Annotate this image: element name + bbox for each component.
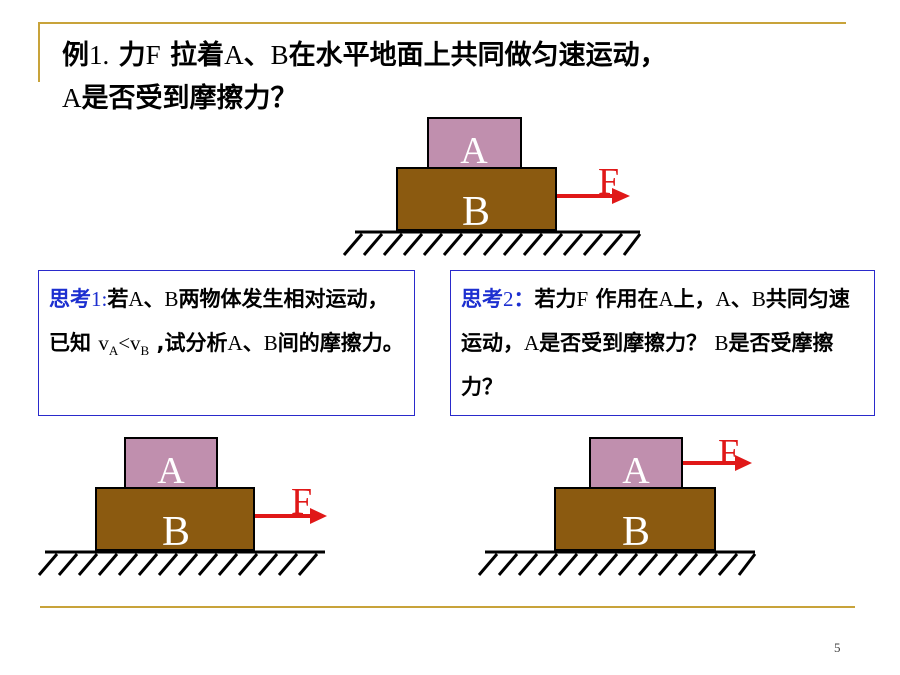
force-label: F: [291, 481, 312, 523]
top-divider: [38, 22, 846, 24]
ground-hatch: [37, 553, 319, 576]
block-a-label: A: [460, 130, 488, 172]
block-b-label: B: [622, 509, 650, 555]
force-label: F: [718, 432, 739, 474]
block-a-label: A: [157, 450, 185, 492]
page-number: 5: [834, 640, 841, 655]
block-a: [124, 437, 218, 489]
left-accent: [38, 22, 40, 82]
block-b: [396, 167, 557, 231]
block-a: [589, 437, 683, 489]
diagram-main: A B F: [342, 117, 642, 256]
block-b: [554, 487, 716, 551]
force-arrow-head: [612, 188, 630, 204]
block-b: [95, 487, 255, 551]
title-line-2: A是否受到摩擦力？: [62, 83, 298, 114]
think-box-2: 思考2：若力F 作用在A上，A、B共同匀速运动，A是否受到摩擦力？ B是否受摩擦…: [450, 270, 875, 416]
block-a: [427, 117, 522, 169]
title-line-1: 例1. 力F 拉着A、B在水平地面上共同做匀速运动，: [62, 40, 667, 71]
think-box-1: 思考1:若A、B两物体发生相对运动，已知 vA<vB ,试分析A、B间的摩擦力。: [38, 270, 415, 416]
diagram-think-2: A B F: [477, 432, 757, 576]
ground-hatch: [342, 233, 642, 256]
block-b-label: B: [162, 509, 190, 555]
force-arrow-head: [735, 455, 752, 471]
problem-title: 例1. 力F 拉着A、B在水平地面上共同做匀速运动， A是否受到摩擦力？: [62, 34, 882, 120]
block-a-label: A: [622, 450, 650, 492]
bottom-divider: [40, 606, 855, 608]
block-b-label: B: [462, 189, 490, 235]
ground-hatch: [477, 553, 757, 576]
diagram-think-1: A B F: [37, 437, 327, 576]
force-label: F: [598, 161, 619, 203]
force-arrow-head: [310, 508, 327, 524]
